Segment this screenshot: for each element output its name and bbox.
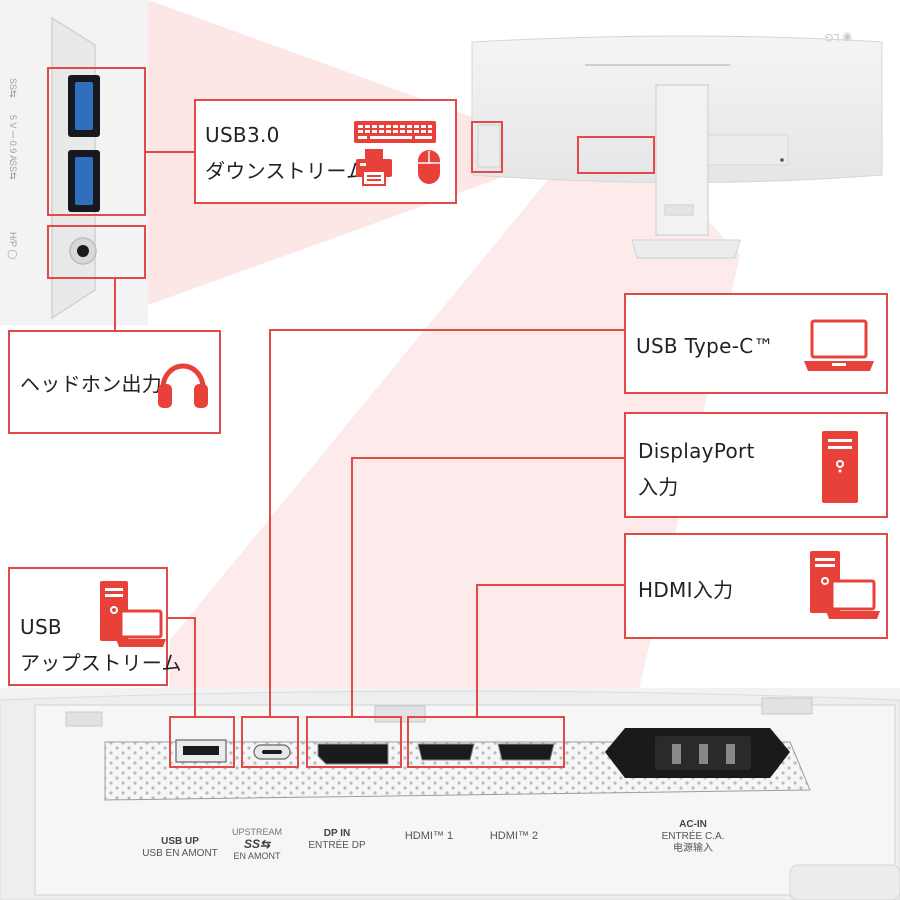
side-label-power: 5 V ⎓ 0.9 A: [8, 115, 18, 162]
callout-dp-title: DisplayPort: [638, 439, 755, 463]
callout-usb-upstream: USB アップストリーム: [8, 567, 182, 686]
printer-icon: [356, 149, 392, 186]
keyboard-icon: [354, 121, 436, 143]
side-label-hp: H/P ◯: [8, 232, 18, 260]
leader-usbup: [168, 617, 196, 717]
side-label-ss2: SS⇆: [8, 160, 18, 180]
highlight-dp-port: [306, 716, 402, 768]
highlight-usb-down-ports: [47, 67, 146, 216]
port-label-ac-in: AC-IN ENTRÉE C.A. 电源输入: [661, 819, 725, 854]
laptop-icon: [826, 579, 880, 619]
leader-usbc: [269, 329, 624, 717]
monitor-logo: ◉ LG: [824, 31, 852, 43]
port-label-usb-up: USB UP USB EN AMONT: [142, 836, 218, 859]
port-label-hdmi1: HDMI™ 1: [404, 830, 454, 842]
callout-headphone-output: ヘッドホン出力: [8, 330, 221, 434]
leader-hdmi: [476, 584, 624, 717]
callout-usb30-title: USB3.0: [205, 123, 280, 147]
callout-headphone-label: ヘッドホン出力: [20, 372, 163, 396]
callout-usb-typec: USB Type-C™: [624, 293, 888, 394]
laptop-icon: [116, 609, 166, 647]
leader-dp: [351, 457, 624, 717]
highlight-headphone-jack: [47, 225, 146, 279]
port-label-upstream: UPSTREAM SS⇆ EN AMONT: [231, 827, 283, 861]
callout-hdmi-input: HDMI入力: [624, 533, 888, 639]
monitor-rear-view: [471, 35, 883, 259]
mouse-icon: [418, 150, 440, 184]
highlight-side-panel-monitor: [471, 121, 503, 173]
port-label-dp-in: DP IN ENTRÉE DP: [308, 828, 366, 851]
port-label-hdmi2: HDMI™ 2: [489, 830, 539, 842]
callout-usbup-title: USB: [20, 615, 62, 639]
side-port-panel: [0, 0, 148, 325]
bottom-port-panel: [0, 688, 900, 900]
callout-dp-subtitle: 入力: [638, 475, 679, 499]
laptop-icon: [804, 319, 874, 371]
highlight-rear-panel-monitor: [577, 136, 655, 174]
pc-tower-icon: [822, 431, 858, 503]
highlight-hdmi-ports: [407, 716, 565, 768]
callout-usbc-label: USB Type-C™: [636, 334, 774, 358]
callout-usb30-downstream: USB3.0 ダウンストリーム: [194, 99, 457, 204]
callout-hdmi-label: HDMI入力: [638, 578, 734, 602]
callout-displayport-input: DisplayPort 入力: [624, 412, 888, 518]
highlight-usb-up-port: [169, 716, 235, 768]
callout-usbup-subtitle: アップストリーム: [20, 651, 182, 675]
callout-usb30-subtitle: ダウンストリーム: [205, 159, 367, 183]
side-label-ss1: SS⇆: [8, 78, 18, 98]
headphones-icon: [158, 363, 208, 408]
